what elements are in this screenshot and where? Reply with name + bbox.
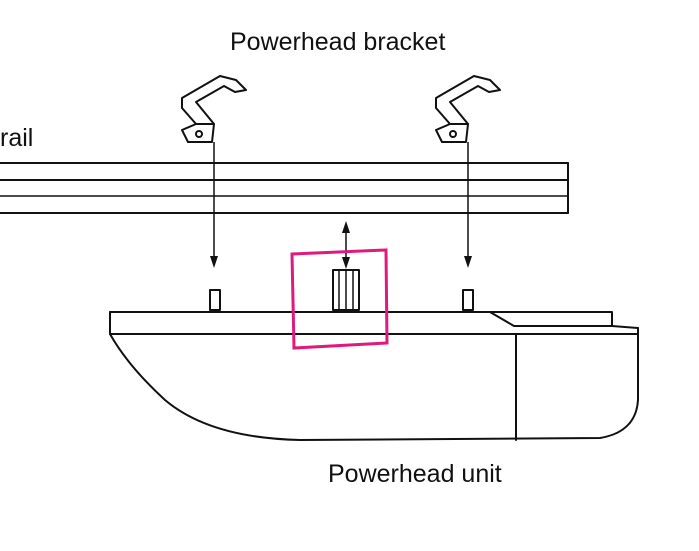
powerhead-bracket-label: Powerhead bracket	[230, 28, 446, 56]
powerhead-unit-label: Powerhead unit	[328, 460, 502, 488]
powerhead-bracket-left	[181, 75, 247, 143]
arrow-right	[464, 142, 472, 268]
highlight-box	[290, 248, 389, 350]
rail-label: rail	[0, 124, 34, 152]
powerhead-unit	[109, 269, 639, 441]
rail	[0, 162, 569, 214]
arrow-center	[342, 221, 350, 269]
powerhead-bracket-right	[435, 75, 501, 143]
arrow-left	[210, 142, 218, 268]
